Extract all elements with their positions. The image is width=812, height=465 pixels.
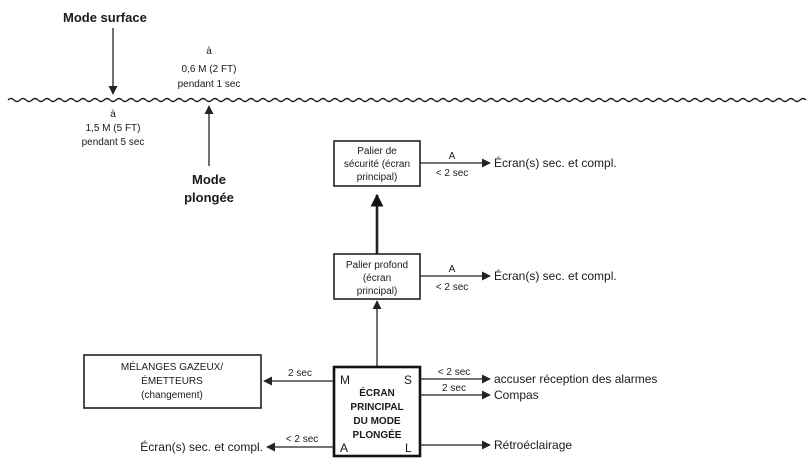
dive-trigger-line-3: pendant 1 sec [178,79,241,90]
surface-mode-title: Mode surface [63,10,147,25]
gas-mix-label-1: MÉLANGES GAZEUX/ [121,360,223,373]
deep-stop-label-2: (écran [363,273,391,284]
alarms-arrow-label: < 2 sec [438,367,471,378]
main-screen-label-3: DU MODE [353,416,401,427]
left-screens-arrow-label: < 2 sec [286,434,319,445]
main-screen-label-4: PLONGÉE [353,428,402,441]
deep-stop-target: Écran(s) sec. et compl. [494,268,617,283]
dive-trigger-line-2: 0,6 M (2 FT) [181,64,236,75]
gas-mix-box [83,354,262,409]
main-screen-box [332,365,422,458]
gas-mix-label-3: (changement) [141,390,203,401]
safety-stop-label-3: principal) [357,172,398,183]
surface-trigger-line-2: 1,5 M (5 FT) [85,123,140,134]
safety-stop-label-2: sécurité (écran [344,159,410,170]
safety-stop-arrow-top: A [449,151,456,162]
surface-trigger-line-3: pendant 5 sec [82,137,145,148]
dive-mode-title-line-2: plongée [184,190,234,205]
dive-trigger-line-1: à [206,46,212,57]
deep-stop-label-3: principal) [357,286,398,297]
compass-arrow-label: 2 sec [442,383,466,394]
safety-stop-arrow-bottom: < 2 sec [436,168,469,179]
deep-stop-label-1: Palier profond [346,260,408,271]
deep-stop-arrow-bottom: < 2 sec [436,282,469,293]
alarms-target: accuser réception des alarmes [494,372,657,386]
main-screen-corner-a: A [340,441,348,455]
safety-stop-label-1: Palier de [357,146,397,157]
gas-mix-label-2: ÉMETTEURS [141,374,203,387]
backlight-target: Rétroéclairage [494,438,572,452]
main-screen-label-1: ÉCRAN [359,386,395,399]
main-screen-corner-l: L [405,441,412,455]
deep-stop-arrow-top: A [449,264,456,275]
left-screens-target: Écran(s) sec. et compl. [140,439,263,454]
gas-mix-arrow-label: 2 sec [288,368,312,379]
safety-stop-target: Écran(s) sec. et compl. [494,155,617,170]
surface-trigger-line-1: à [110,109,116,120]
main-screen-corner-s: S [404,373,412,387]
water-surface-line [7,97,807,103]
main-screen-corner-m: M [340,373,350,387]
compass-target: Compas [494,388,539,402]
main-screen-label-2: PRINCIPAL [350,402,403,413]
dive-mode-title-line-1: Mode [192,172,226,187]
